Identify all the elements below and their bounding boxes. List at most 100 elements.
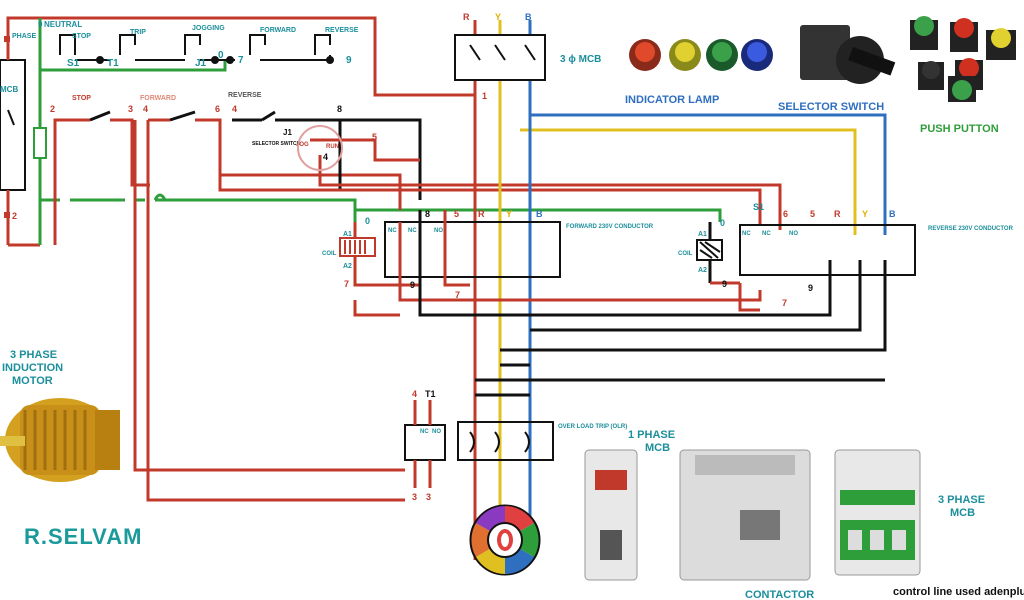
contactor-icon	[679, 449, 811, 581]
no-olr: NO	[432, 429, 441, 435]
reverse-label: REVERSE	[228, 92, 262, 99]
node-8: 8	[337, 104, 342, 114]
t1-olr: T1	[425, 389, 436, 399]
node-4-olr: 4	[412, 389, 417, 399]
reverse-contactor: COIL A1 A2 0 9 NC NC NO S1 6 5 R Y B REV…	[475, 202, 1014, 397]
selector-switch-label: SELECTOR SWITCH	[778, 101, 884, 113]
top-switch-row	[59, 34, 334, 64]
forward-conductor-label: FORWARD 230V CONDUCTOR	[566, 224, 654, 230]
r-rev: R	[834, 209, 841, 219]
node-5-rev: 5	[810, 209, 815, 219]
selector-switch-small-label: SELECTOR SWITCH	[252, 141, 301, 147]
coil-rev-label: COIL	[678, 251, 693, 257]
three-phase-lines	[454, 20, 546, 560]
phase-label: PHASE	[12, 33, 36, 40]
node-1: 1	[482, 91, 487, 101]
push-button-label: PUSH PUTTON	[920, 123, 999, 135]
node-5: 5	[372, 132, 377, 142]
node-6: 6	[215, 104, 220, 114]
motor-label: 3 PHASE INDUCTION MOTOR	[2, 349, 66, 387]
node-9-rev-2: 9	[808, 283, 813, 293]
r-label: R	[463, 12, 470, 22]
nc-rev: NC	[742, 231, 751, 237]
b-fwd: B	[536, 209, 543, 219]
r-fwd: R	[478, 209, 485, 219]
node-0-fwd: 0	[365, 216, 370, 226]
author-credit: R.SELVAM	[24, 524, 143, 549]
y-label: Y	[495, 12, 501, 22]
overload-relay: 4 T1 NC NO 3 3 OVER LOAD TRIP (OLR)	[404, 389, 627, 502]
mcb-3phase-right-label: 3 PHASE MCB	[938, 494, 988, 519]
control-wires	[6, 16, 887, 502]
a2-fwd: A2	[343, 263, 352, 270]
contactor-label: CONTACTOR	[745, 589, 814, 600]
jog-label: JOG	[296, 142, 309, 148]
node-9-fwd: 9	[410, 280, 415, 290]
selector-highlight	[297, 125, 343, 171]
reverse-conductor-label: REVERSE 230V CONDUCTOR	[928, 226, 1014, 232]
node-3: 3	[128, 104, 133, 114]
node-0-top: 0	[38, 20, 43, 29]
node-3-olr-2: 3	[426, 492, 431, 502]
node-7-rev: 7	[782, 298, 787, 308]
forward-label: FORWARD	[140, 95, 176, 102]
node-9-top: 9	[346, 55, 352, 66]
node-0-j1: 0	[218, 50, 224, 61]
jogging-label: JOGGING	[192, 25, 225, 32]
a1-fwd: A1	[343, 231, 352, 238]
y-fwd: Y	[506, 209, 512, 219]
node-2: 2	[50, 104, 55, 114]
neutral-label: NEUTRAL	[44, 20, 82, 29]
nc-fwd-2: NC	[408, 228, 417, 234]
no-fwd: NO	[434, 228, 443, 234]
run-label: RUN	[326, 144, 339, 150]
mcb-1phase-label: 1 PHASE MCB	[628, 429, 678, 454]
s1-rev: S1	[753, 202, 764, 212]
t1-label: T1	[107, 58, 119, 69]
no-rev: NO	[789, 231, 798, 237]
selector-switch-icon	[800, 25, 896, 84]
stop-label: STOP	[72, 95, 91, 102]
j1-selector-label: J1	[283, 128, 292, 137]
b-rev: B	[889, 209, 896, 219]
b-label: B	[525, 12, 532, 22]
s1-label: S1	[67, 58, 80, 69]
node-6-rev: 6	[783, 209, 788, 219]
node-4b: 4	[232, 104, 237, 114]
induction-motor-icon	[0, 398, 120, 482]
nc-olr: NC	[420, 429, 429, 435]
y-rev: Y	[862, 209, 868, 219]
indicator-lamps	[629, 39, 773, 71]
node-7-top: 7	[238, 55, 244, 66]
a1-rev: A1	[698, 231, 707, 238]
node-7-fwd-2: 7	[455, 290, 460, 300]
mcb-3phase-label: 3 ɸ MCB	[560, 54, 601, 65]
forward-top-label: FORWARD	[260, 27, 296, 34]
node-2-left: 2	[12, 211, 17, 221]
node-3-olr: 3	[412, 492, 417, 502]
node-7-fwd: 7	[344, 279, 349, 289]
a2-rev: A2	[698, 267, 707, 274]
coil-fwd-label: COIL	[322, 251, 337, 257]
node-4c: 4	[323, 152, 328, 162]
push-button-icons	[910, 16, 1016, 102]
trip-label: TRIP	[130, 29, 146, 36]
node-0-rev: 0	[720, 218, 725, 228]
one-phase-mcb-icon	[584, 449, 638, 581]
nc-rev-2: NC	[762, 231, 771, 237]
node-8-fwd: 8	[425, 209, 430, 219]
mcb-left-label: MCB	[0, 85, 18, 94]
j1-label: J1	[195, 58, 207, 69]
stop-top-label: STOP	[72, 33, 91, 40]
forward-contactor: COIL A1 A2 0 7 NC NC NO 8 5 R Y B FORWAR…	[322, 209, 832, 317]
indicator-lamp-label: INDICATOR LAMP	[625, 94, 719, 106]
node-9-rev: 9	[722, 279, 727, 289]
node-4: 4	[143, 104, 148, 114]
motor-terminal	[469, 504, 541, 576]
footer-text: control line used adenplu	[893, 586, 1024, 598]
olr-label: OVER LOAD TRIP (OLR)	[558, 424, 627, 430]
three-phase-mcb-icon	[834, 449, 921, 576]
node-5-fwd: 5	[454, 209, 459, 219]
nc-fwd: NC	[388, 228, 397, 234]
